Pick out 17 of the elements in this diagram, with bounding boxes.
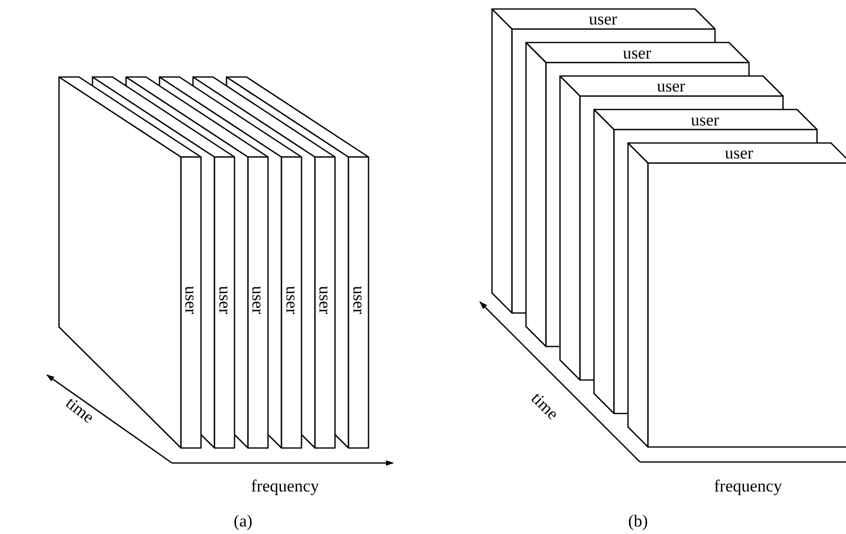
slab-label: user [588,10,618,28]
axis-label: frequency [251,478,319,494]
axis-label: time [528,389,562,423]
panel-label: (b) [628,512,648,530]
slab-label: user [216,286,233,314]
slab-label: user [622,44,652,61]
slab-label: user [316,286,334,314]
axis-label: frequency [714,478,782,494]
slab-label: user [350,286,367,314]
slab-label: user [690,111,720,128]
slab-label: user [656,78,686,94]
axis-label: time [62,394,98,426]
slab-label: user [182,286,200,314]
panel-label: (a) [234,512,252,530]
slab-label: user [724,144,754,162]
slab-label: user [283,286,300,314]
slab-label: user [250,286,266,314]
